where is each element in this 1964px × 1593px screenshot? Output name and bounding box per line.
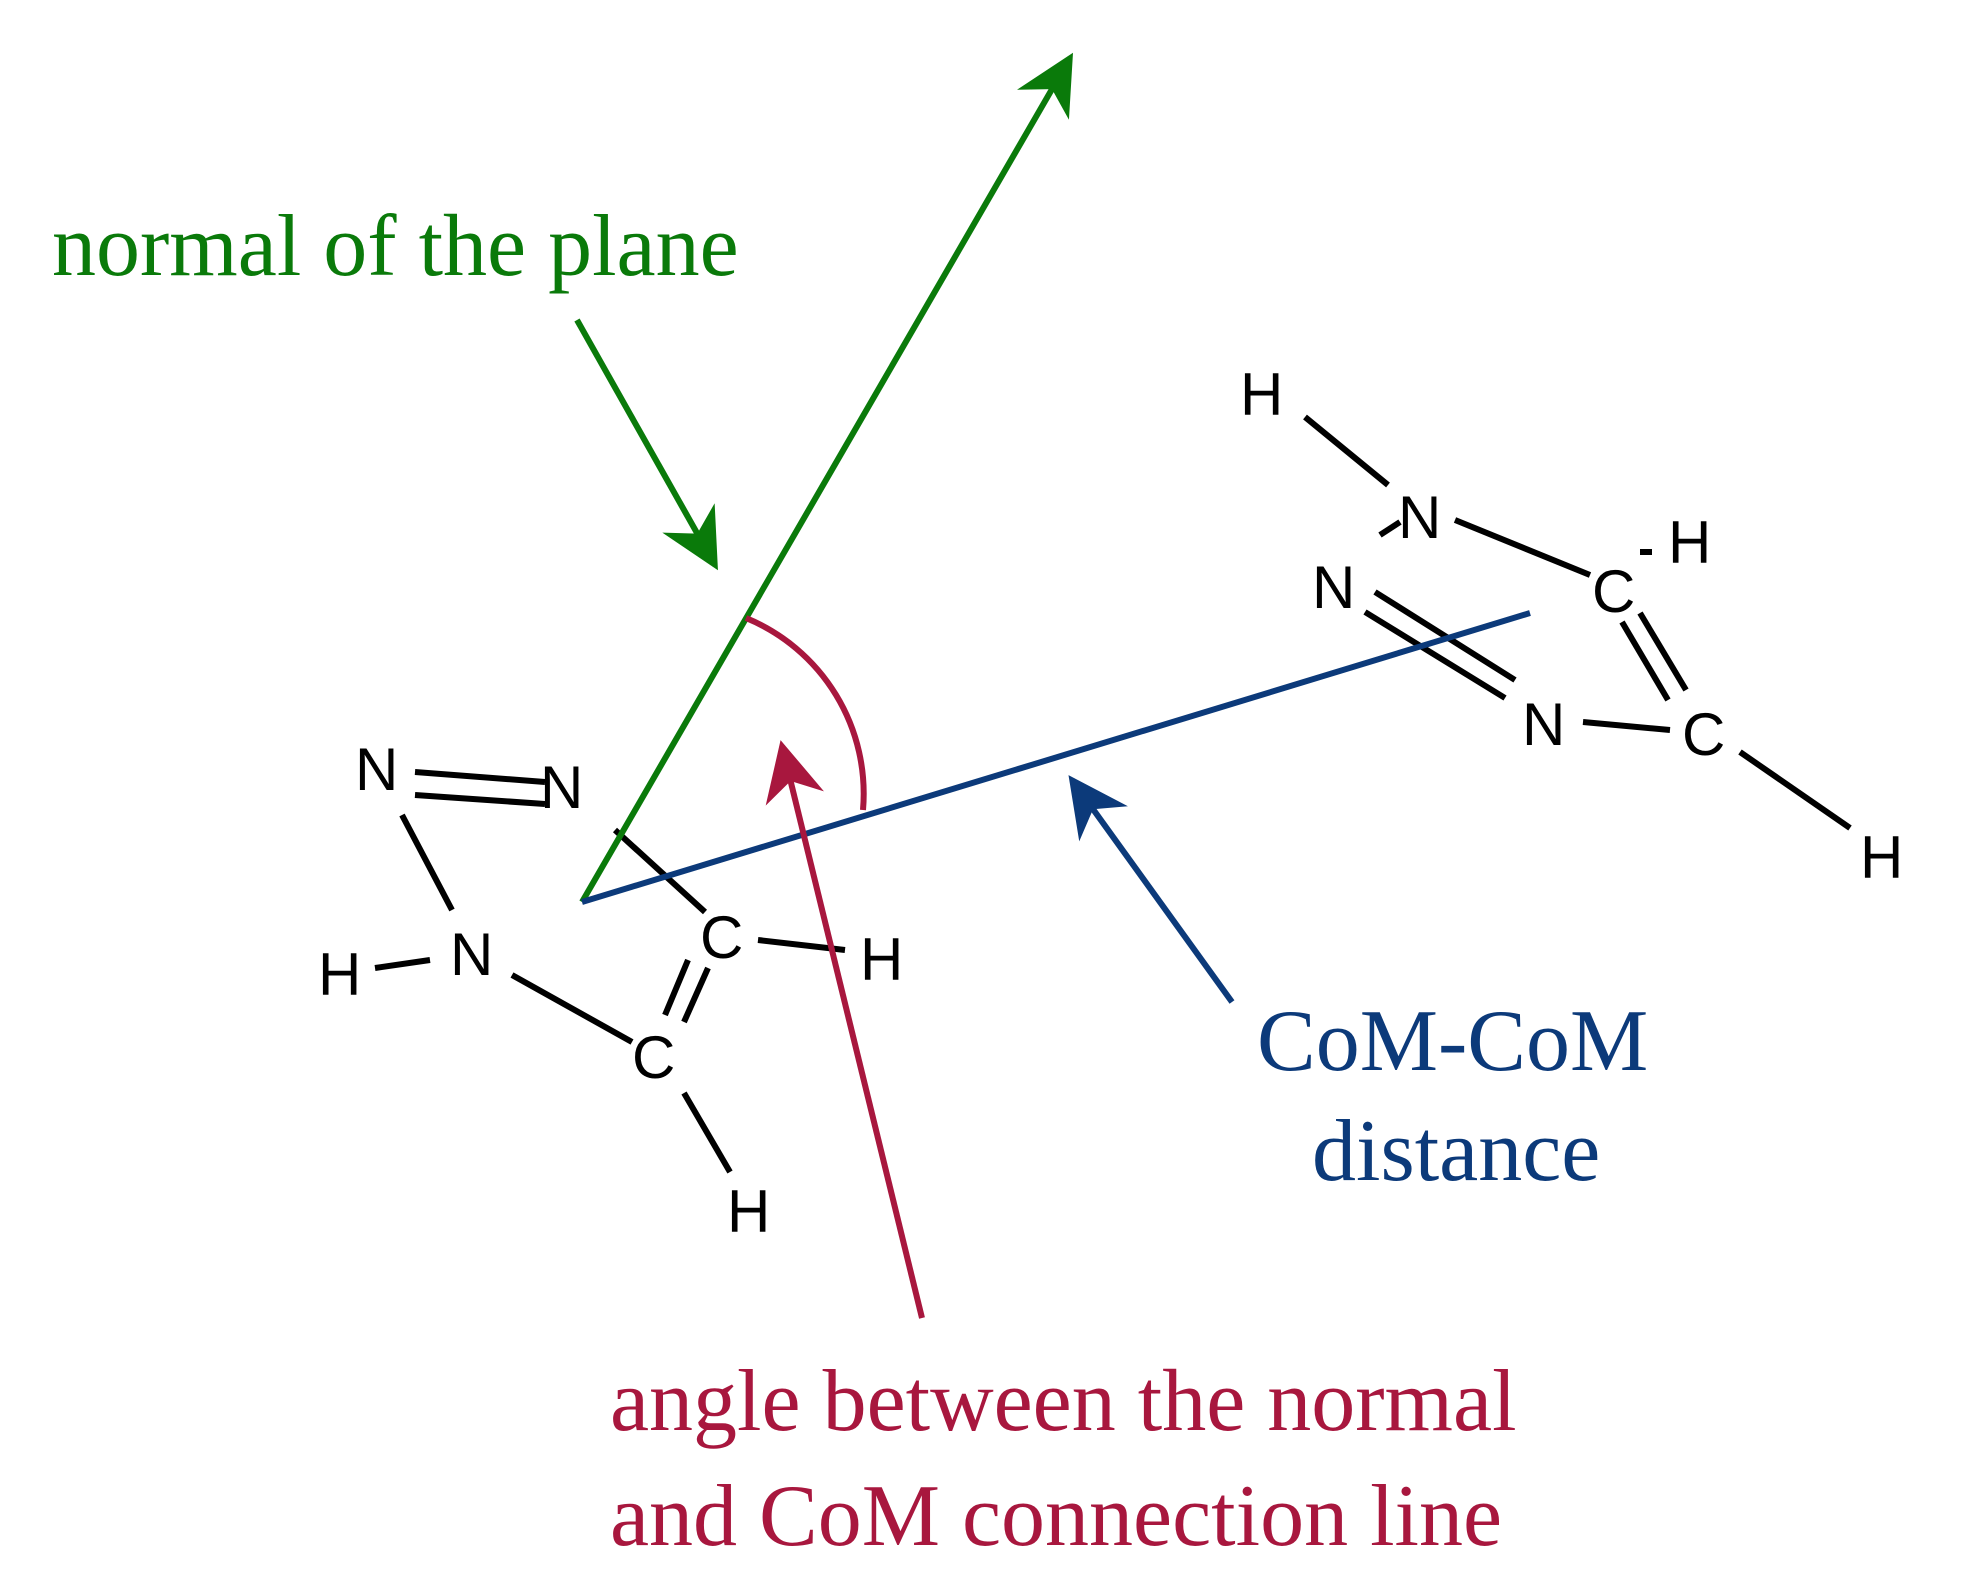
distance-pointer-arrow <box>1068 775 1235 1004</box>
com-connection-line <box>581 610 1531 905</box>
atom-h-bottom: H <box>727 1178 770 1245</box>
atom-n-top-right: N <box>540 754 583 821</box>
atom-n-upper: N <box>1398 484 1441 551</box>
left-molecule-bonds <box>374 769 846 1174</box>
atom-n-lower: N <box>1522 691 1565 758</box>
right-molecule-bonds <box>1303 414 1852 831</box>
atom-h-left: H <box>318 941 361 1008</box>
normal-pointer-arrow <box>574 318 718 571</box>
atom-h-upper-right: H <box>1668 509 1711 576</box>
distance-label-line1: CoM-CoM <box>1257 993 1648 1090</box>
atom-h-right: H <box>860 926 903 993</box>
angle-label-line1: angle between the normal <box>610 1353 1517 1450</box>
atom-c-upper: C <box>1592 558 1635 625</box>
angle-pointer-arrow <box>765 740 925 1319</box>
angle-label-line2: and CoM connection line <box>610 1468 1502 1565</box>
atom-n-left: N <box>1312 554 1355 621</box>
atom-c-lower: C <box>1682 701 1725 768</box>
right-molecule-atoms: H N N H C N C H <box>1240 361 1903 891</box>
left-molecule-atoms: N N N H C H C H <box>318 736 903 1245</box>
atom-c-upper: C <box>700 904 743 971</box>
angle-arc <box>744 615 867 811</box>
atom-c-lower: C <box>632 1024 675 1091</box>
distance-label-line2: distance <box>1312 1103 1600 1200</box>
atom-n-bottom: N <box>450 921 493 988</box>
normal-vector <box>579 52 1074 904</box>
normal-label: normal of the plane <box>52 198 739 295</box>
atom-h-bottom-right: H <box>1860 824 1903 891</box>
atom-n-top-left: N <box>355 736 398 803</box>
atom-h-top: H <box>1240 361 1283 428</box>
